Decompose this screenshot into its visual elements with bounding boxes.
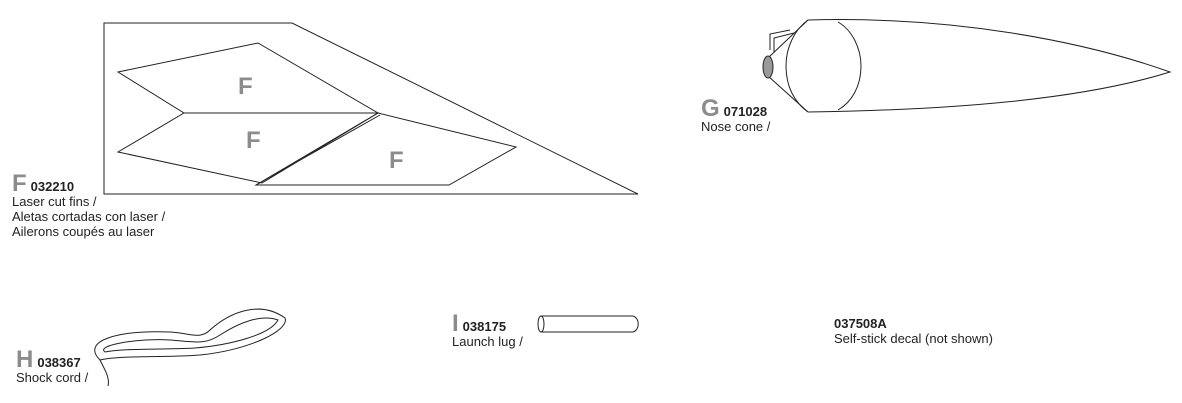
launch-lug-end: [537, 315, 545, 333]
launch-lug-drawing: [537, 315, 639, 333]
fin-middle: [116, 112, 380, 184]
shock-cord-strap-inner: [103, 317, 279, 353]
shock-cord-tail: [99, 359, 109, 387]
shock-cord-drawing: [94, 308, 286, 387]
nose-cone-loop: [769, 29, 795, 52]
fin-sheet: [103, 22, 639, 195]
fin-cut-line: [255, 114, 381, 186]
fin-label-right: F: [389, 147, 404, 174]
fin-label-middle: F: [246, 127, 261, 154]
part-description-line: Shock cord /: [16, 370, 89, 385]
part-code: 071028: [723, 104, 768, 119]
part-letter: G: [701, 95, 720, 122]
part-description-line: Laser cut fins /: [12, 194, 97, 209]
nose-cone-drawing: [762, 19, 1172, 113]
part-letter: H: [16, 346, 34, 373]
part-code: 037508A: [834, 316, 887, 331]
part-letter: I: [452, 310, 459, 337]
nose-cone-eyelet: [762, 55, 774, 79]
fin-label-top: F: [238, 73, 253, 100]
fin-right: [254, 112, 518, 186]
part-code: 032210: [30, 179, 75, 194]
part-description-line: Self-stick decal (not shown): [834, 331, 993, 346]
part-description-line: Nose cone /: [701, 119, 771, 134]
fin-sheet-outline: [103, 22, 639, 195]
launch-lug-right-end: [632, 315, 639, 333]
part-code: 038175: [462, 319, 507, 334]
shock-cord-strap-outer: [94, 308, 286, 361]
part-letter: F: [12, 170, 27, 197]
part-description-line: Ailerons coupés au laser: [12, 224, 155, 239]
part-code: 038367: [37, 355, 81, 370]
nose-cone-body: [807, 19, 1172, 113]
part-description-line: Aletas cortadas con laser /: [12, 209, 166, 224]
part-description-line: Launch lug /: [452, 334, 523, 349]
nose-cone-shoulder-ring: [837, 21, 862, 111]
nose-cone-cap: [767, 19, 809, 113]
part-decal: 037508A Self-stick decal (not shown): [834, 316, 993, 346]
